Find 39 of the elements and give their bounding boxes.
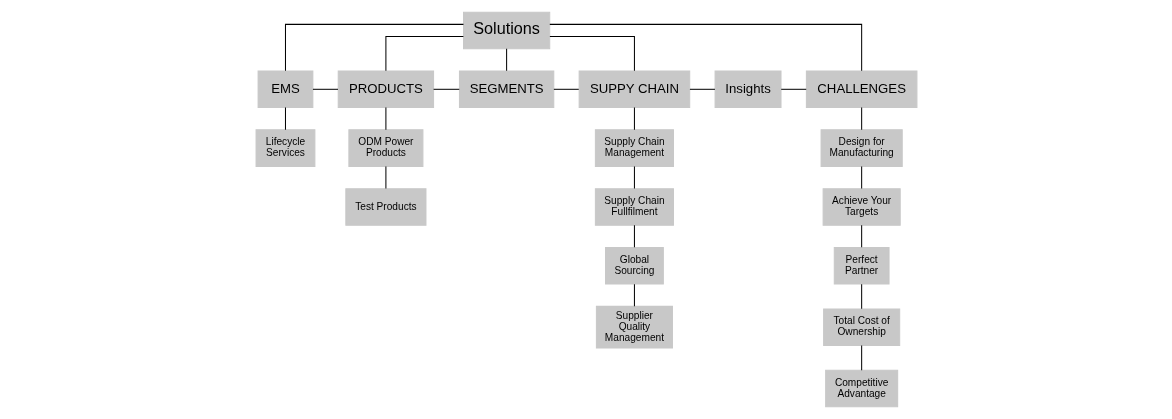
node-box: CHALLENGES <box>805 70 917 109</box>
node-box: Supplier Quality Management <box>595 305 673 349</box>
node-box: ODM Power Products <box>347 129 423 167</box>
connector <box>860 165 862 189</box>
node-box: Supply Chain Fullfilment <box>594 188 674 226</box>
node-box: SEGMENTS <box>458 70 554 109</box>
connector <box>780 88 807 90</box>
node-box: EMS <box>257 70 313 109</box>
connector <box>633 165 635 189</box>
node-box: Global Sourcing <box>604 247 664 285</box>
node-box: PRODUCTS <box>337 70 434 109</box>
node-box: Supply Chain Management <box>594 129 674 167</box>
node-box: Solutions <box>462 11 550 50</box>
node-box: Perfect Partner <box>833 247 890 285</box>
node-box: Design for Manufacturing <box>820 129 903 167</box>
connector <box>633 224 635 248</box>
connector <box>552 88 579 90</box>
node-box: Insights <box>714 70 781 109</box>
connector <box>284 107 286 131</box>
connector <box>548 36 635 72</box>
connector <box>432 88 460 90</box>
node-box: Lifecycle Services <box>255 129 315 167</box>
node-box: SUPPY CHAIN <box>578 70 690 109</box>
node-box: Total Cost of Ownership <box>822 308 900 346</box>
connector <box>311 88 339 90</box>
connector <box>860 345 862 371</box>
node-box: Test Products <box>344 188 426 226</box>
connector <box>860 107 862 131</box>
connector <box>860 283 862 310</box>
connector <box>505 48 507 72</box>
connector <box>688 88 715 90</box>
connector <box>384 36 464 72</box>
node-box: Achieve Your Targets <box>822 188 901 226</box>
connector <box>548 23 862 72</box>
connector <box>633 283 635 307</box>
node-box: Competitive Advantage <box>824 369 898 408</box>
connector <box>284 23 464 72</box>
connector <box>633 107 635 131</box>
connector <box>860 224 862 248</box>
